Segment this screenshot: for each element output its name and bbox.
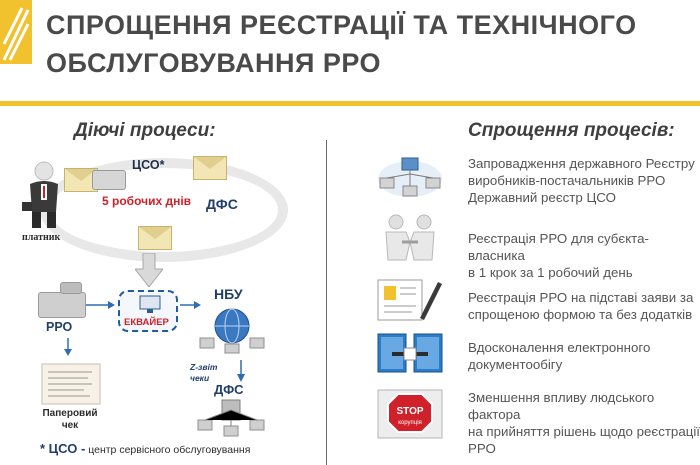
nbu-label: НБУ	[214, 286, 243, 302]
simplified-processes-title: Спрощення процесів:	[468, 120, 675, 141]
improvement-item-line: РРО	[468, 441, 496, 456]
logo-stripes-icon	[0, 0, 32, 64]
paper-check-line1: Паперовий	[42, 408, 98, 419]
arrow-right-icon	[180, 301, 201, 309]
acquirer-label: ЕКВАЙЕР	[124, 317, 169, 328]
five-working-days-label: 5 робочих днів	[102, 194, 192, 208]
slide-title-line2: ОБСЛУГОВУВАННЯ РРО	[46, 48, 382, 78]
improvement-item-line: Вдосконалення електронного	[468, 340, 651, 355]
envelope-icon	[64, 168, 98, 192]
paper-check-line2: чек	[61, 420, 79, 431]
envelope-icon	[138, 226, 172, 250]
registry-network-icon	[378, 157, 442, 197]
rro-label: РРО	[46, 320, 73, 334]
form-pen-icon	[377, 279, 442, 321]
improvement-item-line: Реєстрація РРО для субєкта-власника	[468, 231, 649, 263]
document-exchange-icon	[377, 333, 443, 373]
rro-device-icon	[38, 292, 86, 318]
zreport-label: Z-звіт чеки	[190, 362, 217, 384]
improvement-item-line: Зменшення впливу людського фактора	[468, 390, 655, 422]
dfs-top-label: ДФС	[206, 196, 238, 212]
paper-check-label: Паперовий чек	[42, 408, 98, 432]
footnote-mark: * ЦСО -	[40, 441, 86, 456]
improvement-item-line: виробників-постачальників РРО	[468, 173, 666, 188]
improvement-item-line: в 1 крок за 1 робочий день	[468, 265, 633, 280]
slide-title: СПРОЩЕННЯ РЕЄСТРАЦІЇ ТА ТЕХНІЧНОГО ОБСЛУ…	[46, 6, 686, 82]
logo-mark	[0, 0, 32, 64]
improvement-item: Вдосконалення електронного документообіг…	[468, 339, 700, 373]
arrow-down-icon	[237, 360, 245, 382]
stop-sign-text: STOP	[396, 406, 423, 417]
arrow-right-icon	[86, 301, 115, 309]
monitor-icon	[139, 295, 161, 313]
cash-register-icon	[92, 170, 126, 190]
server-group-icon	[197, 399, 265, 437]
paper-receipt-icon	[41, 363, 101, 405]
improvement-item: Реєстрація РРО на підставі заяви за спро…	[468, 289, 700, 323]
improvement-item: Зменшення впливу людського фактора на пр…	[468, 389, 700, 457]
acquirer-box: ЕКВАЙЕР	[118, 290, 178, 332]
zreport-label-line1: Z-звіт	[190, 362, 218, 372]
arrow-down-icon	[135, 253, 163, 287]
column-divider	[326, 140, 327, 465]
improvement-item: Реєстрація РРО для субєкта-власника в 1 …	[468, 230, 700, 281]
rro-printer-icon	[60, 282, 82, 294]
improvement-item-line: Реєстрація РРО на підставі заяви за	[468, 290, 694, 305]
cso-label: ЦСО*	[132, 158, 165, 172]
envelope-icon	[193, 156, 227, 180]
current-processes-title: Діючі процеси:	[74, 120, 216, 141]
footnote: * ЦСО - центр сервісного обслуговування	[40, 441, 250, 456]
zreport-label-line2: чеки	[190, 373, 210, 383]
footnote-text: центр сервісного обслуговування	[88, 444, 251, 456]
stop-corruption-icon: STOP корупція	[377, 389, 443, 439]
network-globe-icon	[199, 308, 265, 354]
slide-title-line1: СПРОЩЕННЯ РЕЄСТРАЦІЇ ТА ТЕХНІЧНОГО	[46, 10, 637, 40]
arrow-down-icon	[64, 338, 72, 356]
improvement-item-line: на прийняття рішень щодо реєстрації	[468, 424, 700, 439]
dfs-bottom-label: ДФС	[214, 382, 244, 397]
left-spacer	[22, 152, 272, 155]
improvement-item-line: документообігу	[468, 357, 563, 372]
payer-label: платник	[22, 232, 61, 243]
header-divider	[0, 101, 700, 106]
stop-sign-subtext: корупція	[398, 420, 422, 426]
improvement-item-line: Державний реєстр ЦСО	[468, 190, 616, 205]
payer-person-icon	[22, 161, 58, 228]
improvement-item-line: Запровадження державного Реєстру	[468, 156, 695, 171]
handshake-icon	[385, 214, 435, 261]
improvement-item: Запровадження державного Реєстру виробни…	[468, 155, 700, 206]
improvement-item-line: спрощеною формою та без додатків	[468, 307, 693, 322]
